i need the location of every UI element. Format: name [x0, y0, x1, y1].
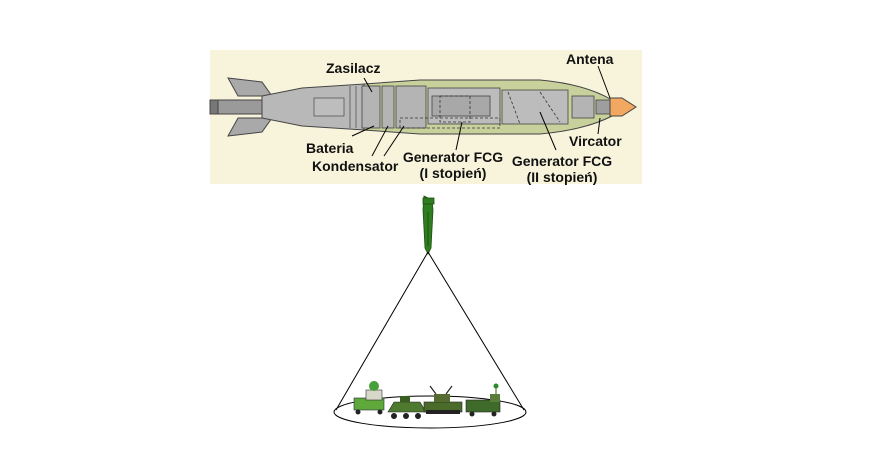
capacitor-block: [395, 85, 427, 129]
vircator-block: [571, 95, 595, 119]
fcg-stage-1-title: Generator FCG: [402, 149, 504, 165]
fcg-stage-1-label: Generator FCG (I stopień): [398, 149, 508, 181]
fcg-stage-2-label: Generator FCG (II stopień): [506, 153, 618, 185]
vircator-label: Vircator: [569, 133, 622, 149]
fcg-stage-1-subtitle: (I stopień): [419, 165, 487, 181]
battery-block: [381, 85, 395, 129]
cone-of-effect: [333, 251, 527, 429]
antenna-label: Antena: [566, 51, 614, 67]
capacitor-label: Kondensator: [312, 158, 399, 174]
target-vehicles-icon: [353, 381, 501, 419]
impact-ellipse: [333, 395, 527, 429]
leader-lines: [351, 65, 611, 157]
fcg-stage-2-subtitle: (II stopień): [526, 169, 598, 185]
truck-vehicle: [353, 381, 385, 415]
fcg-stage-2-title: Generator FCG: [511, 153, 613, 169]
access-panel: [313, 97, 345, 117]
internal-components: [361, 85, 611, 129]
fcg2-housing: [501, 89, 569, 125]
radar-truck-vehicle: [465, 383, 501, 417]
nose-cone: [609, 97, 637, 117]
tank-vehicle: [423, 385, 463, 414]
power-supply-label: Zasilacz: [326, 60, 381, 76]
power-supply-block: [361, 85, 381, 129]
bomb-cutaway-diagram: [209, 50, 642, 184]
apc-vehicle: [387, 396, 427, 419]
battery-label: Bateria: [306, 140, 354, 156]
falling-bomb-icon: [422, 195, 435, 255]
